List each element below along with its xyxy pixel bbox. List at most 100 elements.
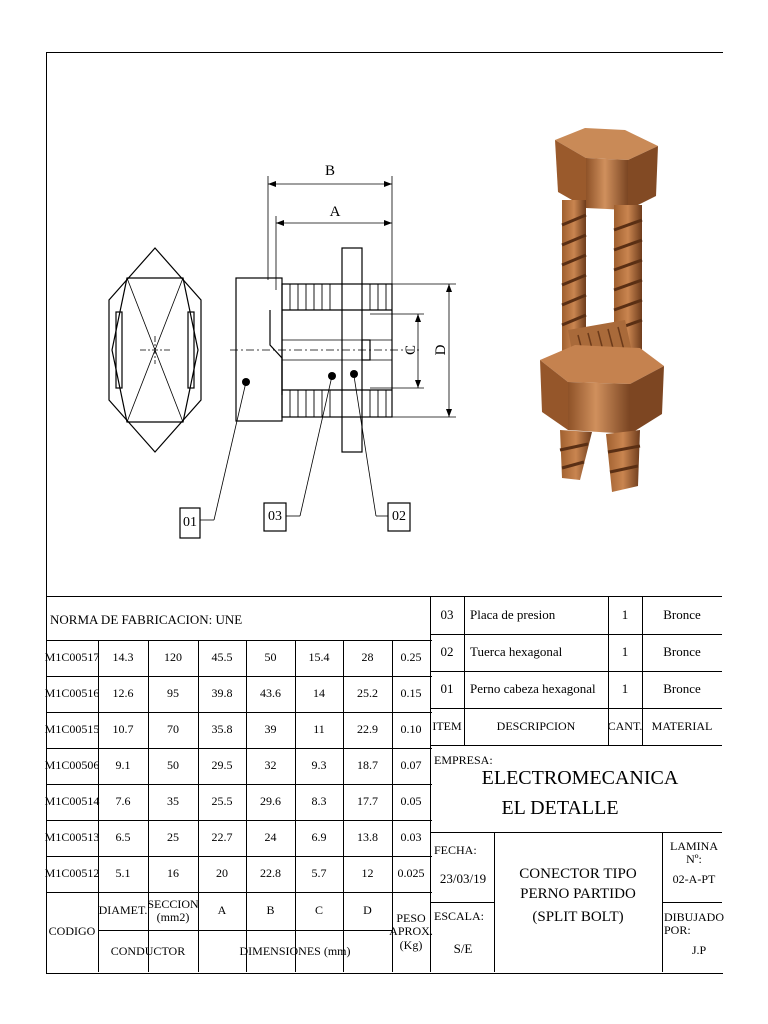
bom-cant: 1 [621,681,629,697]
spec-cell: 13.8 [357,830,378,845]
spec-cell: 28 [361,650,374,665]
grid-line [392,640,393,972]
hex-outer [108,247,202,453]
grid-line [430,596,722,597]
grid-line [46,676,432,677]
grid-line [46,820,432,821]
header-seccion: SECCION (mm2) [147,896,199,924]
header-codigo: CODIGO [48,924,96,939]
grid-line [148,640,149,972]
grid-line [46,640,432,641]
grid-line [430,634,722,635]
header-d: D [363,903,372,918]
spec-cell: 12 [361,866,374,881]
lamina-value: 02-A-PT [672,872,716,887]
dim-label-a: A [329,203,341,220]
grid-line [46,892,432,893]
spec-cell: 10.7 [112,722,134,737]
spec-cell: 6.5 [115,830,131,845]
empresa-line2: EL DETALLE [501,797,619,819]
bom-cant: 1 [621,644,629,660]
grid-line [46,596,432,597]
callout-02: 02 [392,509,406,525]
titulo-line1: CONECTOR TIPO [519,865,637,882]
bom-header-item: ITEM [432,718,462,733]
grid-line [46,712,432,713]
dibujado-value: J.P [691,943,707,958]
codigo-cell: M1C00515 [44,722,100,737]
bom-desc: Perno cabeza hexagonal [470,681,596,697]
bom-header-material: MATERIAL [651,718,713,733]
empresa-label: EMPRESA: [434,753,493,768]
codigo-cell: M1C00506 [44,758,100,773]
grid-line [430,902,494,903]
bom-material: Bronce [663,681,701,697]
bom-item: 01 [440,681,454,697]
spec-cell: 120 [164,650,182,665]
lamina-label: LAMINA Nº: [670,838,718,866]
grid-line [430,596,431,972]
codigo-cell: M1C00512 [44,866,100,881]
spec-cell: 0.25 [400,650,422,665]
spec-cell: 0.10 [400,722,422,737]
dim-label-d: D [432,344,449,356]
header-peso: PESO APROX. (Kg) [389,911,433,952]
spec-cell: 22.8 [260,866,281,881]
spec-cell: 12.6 [112,686,134,701]
split-bolt-render-icon [540,128,664,492]
grid-line [608,596,609,745]
grid-line [246,640,247,972]
spec-cell: 39.8 [211,686,233,701]
grid-line [642,596,643,745]
grid-line [343,640,344,972]
spec-cell: 17.7 [357,794,378,809]
spec-cell: 6.9 [311,830,327,845]
spec-cell: 24 [264,830,277,845]
header-a: A [217,903,227,918]
grid-line [494,832,495,972]
spec-cell: 15.4 [308,650,330,665]
spec-cell: 29.5 [211,758,233,773]
bom-header-desc: DESCRIPCION [496,718,576,733]
titulo-line3: (SPLIT BOLT) [532,908,624,925]
codigo-cell: M1C00514 [44,794,100,809]
spec-cell: 0.025 [397,866,425,881]
grid-line [46,784,432,785]
spec-cell: 9.3 [311,758,327,773]
bom-cant: 1 [621,606,629,622]
spec-cell: 25.5 [211,794,233,809]
spec-cell: 16 [167,866,179,881]
bom-header-cant: CANT. [607,718,643,733]
spec-cell: 29.6 [260,794,281,809]
spec-cell: 5.1 [115,866,131,881]
spec-cell: 8.3 [311,794,327,809]
dim-label-c: C [402,345,419,356]
spec-cell: 39 [264,722,277,737]
grid-line [98,930,198,931]
spec-cell: 22.9 [357,722,378,737]
header-dimensiones: DIMENSIONES (mm) [239,944,351,959]
dim-label-b: B [324,162,335,179]
bom-material: Bronce [663,644,701,660]
grid-line [430,832,722,833]
bom-item: 03 [440,606,454,622]
spec-cell: 18.7 [357,758,378,773]
header-b: B [266,903,275,918]
dibujado-label: DIBUJADO POR: [664,909,724,937]
bolt-head [235,277,283,422]
spec-cell: 35 [167,794,179,809]
spec-cell: 25 [167,830,179,845]
spec-cell: 14 [313,686,325,701]
technical-drawing [108,128,664,539]
grid-line [295,640,296,972]
grid-line [98,640,99,972]
spec-cell: 25.2 [357,686,378,701]
spec-cell: 20 [216,866,228,881]
codigo-cell: M1C00513 [44,830,100,845]
escala-value: S/E [453,940,473,956]
spec-cell: 14.3 [112,650,134,665]
spec-cell: 32 [264,758,277,773]
norma-label: NORMA DE FABRICACION: UNE [50,611,243,627]
bom-material: Bronce [663,606,701,622]
spec-cell: 50 [167,758,179,773]
